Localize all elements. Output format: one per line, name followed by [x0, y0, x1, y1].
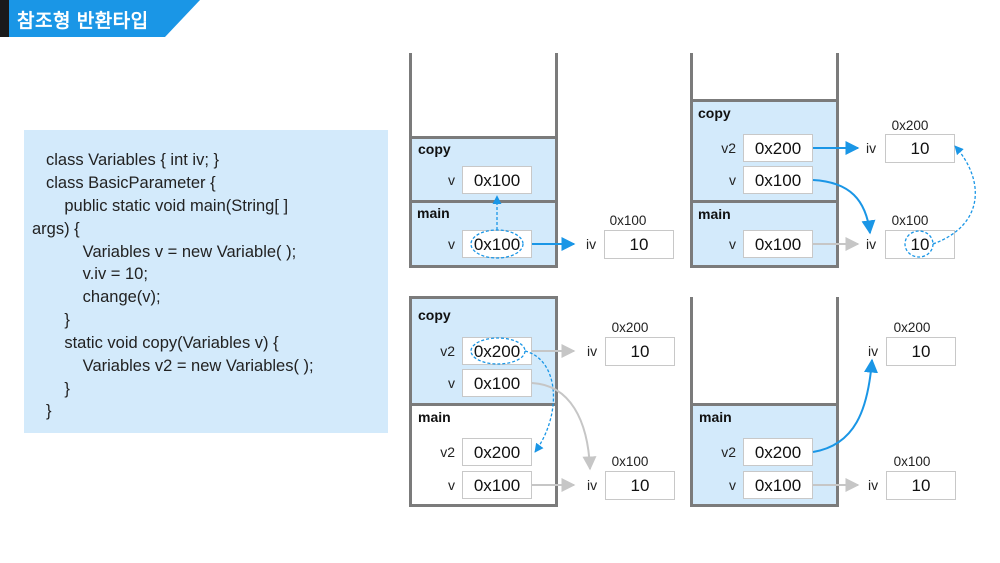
code-line: args) { [32, 220, 80, 238]
heap-field-label: iv [868, 477, 879, 493]
heap-address: 0x200 [611, 320, 649, 335]
heap-address: 0x100 [893, 454, 931, 469]
var-label: v [448, 236, 455, 252]
highlight-ellipse [470, 229, 524, 259]
var-label: v [448, 172, 455, 188]
heap-address: 0x200 [891, 118, 929, 133]
heap-field-label: iv [587, 477, 598, 493]
code-line: class Variables { int iv; } [46, 151, 220, 169]
heap-address: 0x100 [891, 213, 929, 228]
stack-wall-left [409, 53, 412, 268]
stack-floor [409, 265, 558, 268]
stack-floor [690, 504, 839, 507]
main-v2-cell: 0x200 [743, 438, 813, 466]
heap-address: 0x100 [609, 213, 647, 228]
code-box: class Variables { int iv; } class BasicP… [24, 130, 388, 433]
var-label: v [448, 477, 455, 493]
stack-wall-right [555, 297, 558, 507]
frame-divider [409, 403, 558, 406]
main-v2-cell: 0x200 [462, 438, 532, 466]
copy-value-arrow [932, 145, 976, 245]
heap-field-label: iv [866, 236, 877, 252]
code-line: } [46, 311, 70, 329]
reference-arrow [531, 382, 597, 471]
copy-frame-label: copy [418, 141, 451, 157]
code-line: Variables v2 = new Variables( ); [46, 357, 314, 375]
highlight-ellipse [904, 230, 934, 258]
stack-floor [690, 265, 839, 268]
main-v-cell: 0x100 [462, 471, 532, 499]
var-label: v2 [440, 343, 455, 359]
stack-wall-left [690, 53, 693, 268]
page-title: 참조형 반환타입 [17, 11, 149, 32]
code-line: public static void main(String[ ] [46, 197, 289, 215]
heap-field-label: iv [587, 343, 598, 359]
stack-wall-left [409, 297, 412, 507]
frame-divider [690, 403, 839, 406]
heap-object: 10 [605, 337, 675, 366]
stack-wall-right [836, 53, 839, 268]
stack-wall-right [836, 297, 839, 507]
heap-address: 0x100 [611, 454, 649, 469]
main-v-cell: 0x100 [743, 471, 813, 499]
copy-v2-cell: 0x200 [743, 134, 813, 162]
var-label: v [448, 375, 455, 391]
var-label: v2 [440, 444, 455, 460]
var-label: v [729, 236, 736, 252]
main-frame-label: main [417, 205, 450, 221]
frame-divider [409, 200, 558, 203]
frame-divider [409, 296, 558, 299]
highlight-ellipse [470, 337, 526, 365]
stack-floor [409, 504, 558, 507]
var-label: v2 [721, 444, 736, 460]
var-label: v [729, 172, 736, 188]
frame-divider [409, 136, 558, 139]
stack-wall-left [690, 297, 693, 507]
main-frame-label: main [699, 409, 732, 425]
copy-frame-label: copy [418, 307, 451, 323]
title-banner-shape [0, 0, 200, 37]
heap-field-label: iv [866, 140, 877, 156]
main-frame-label: main [698, 206, 731, 222]
var-label: v2 [721, 140, 736, 156]
stack-wall-right [555, 53, 558, 268]
code-line: Variables v = new Variable( ); [46, 243, 297, 261]
frame-divider [690, 99, 839, 102]
copy-v-cell: 0x100 [462, 166, 532, 194]
reference-arrow [812, 358, 878, 453]
code-line: static void copy(Variables v) { [46, 334, 279, 352]
code-line: change(v); [46, 288, 161, 306]
heap-object: 10 [605, 471, 675, 500]
heap-object: 10 [886, 337, 956, 366]
frame-divider [690, 200, 839, 203]
code-line: class BasicParameter { [46, 174, 216, 192]
copy-frame-label: copy [698, 105, 731, 121]
code-line: } [46, 380, 70, 398]
copy-v-cell: 0x100 [462, 369, 532, 397]
code-line: v.iv = 10; [46, 265, 148, 283]
main-v-cell: 0x100 [743, 230, 813, 258]
heap-field-label: iv [586, 236, 597, 252]
heap-address: 0x200 [893, 320, 931, 335]
var-label: v [729, 477, 736, 493]
return-value-arrow [524, 350, 555, 453]
reference-arrow [812, 179, 876, 235]
heap-object: 10 [885, 230, 955, 259]
copy-v-cell: 0x100 [743, 166, 813, 194]
main-v-cell: 0x100 [462, 230, 532, 258]
heap-object: 10 [885, 134, 955, 163]
code-line: } [46, 402, 52, 420]
main-frame-label: main [418, 409, 451, 425]
heap-object: 10 [604, 230, 674, 259]
title-banner: 참조형 반환타입 [0, 0, 200, 37]
heap-object: 10 [886, 471, 956, 500]
heap-field-label: iv [868, 343, 879, 359]
